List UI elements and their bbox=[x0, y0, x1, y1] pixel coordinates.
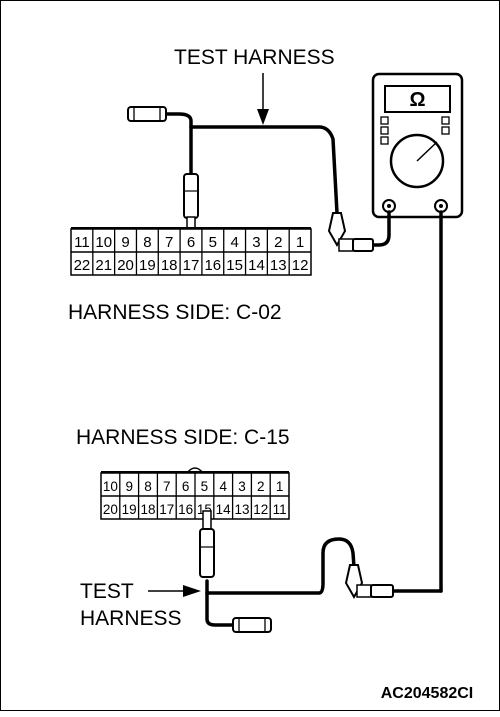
c02-pin-3: 3 bbox=[252, 234, 260, 251]
harness-side-c15-label: HARNESS SIDE: C-15 bbox=[76, 426, 290, 449]
c15-pin-4: 4 bbox=[219, 479, 227, 494]
c15-pin-11: 11 bbox=[273, 502, 287, 517]
test-harness-bottom-arrow bbox=[148, 585, 201, 597]
multimeter: Ω bbox=[371, 72, 464, 219]
c15-pin-5: 5 bbox=[201, 479, 209, 494]
c15-pin-3: 3 bbox=[238, 479, 246, 494]
c02-pin-21: 21 bbox=[95, 257, 112, 274]
c15-pin-16: 16 bbox=[178, 502, 193, 517]
c15-pin-9: 9 bbox=[125, 479, 133, 494]
c02-pin-13: 13 bbox=[270, 257, 287, 274]
c02-pin-10: 10 bbox=[95, 234, 112, 251]
figure-code: AC204582CI bbox=[381, 685, 474, 702]
c15-pin-1: 1 bbox=[276, 479, 284, 494]
alligator-clip-lower bbox=[344, 564, 394, 600]
c02-pin-9: 9 bbox=[121, 234, 129, 251]
c02-pin-14: 14 bbox=[248, 257, 265, 274]
upper-test-harness-wire bbox=[161, 112, 443, 593]
c15-pin-8: 8 bbox=[144, 479, 152, 494]
upper-loose-terminal bbox=[127, 106, 167, 122]
probe-jack-right bbox=[434, 199, 448, 213]
c15-pin-10: 10 bbox=[103, 479, 118, 494]
c02-pin-22: 22 bbox=[74, 257, 91, 274]
c02-pin-5: 5 bbox=[209, 234, 217, 251]
lower-test-harness-wire bbox=[205, 537, 443, 627]
c02-pin-6: 6 bbox=[187, 234, 195, 251]
harness-side-c02-label: HARNESS SIDE: C-02 bbox=[68, 301, 282, 324]
c02-pin-15: 15 bbox=[226, 257, 243, 274]
c02-pin-19: 19 bbox=[139, 257, 156, 274]
lower-loose-terminal bbox=[232, 617, 272, 633]
c15-pin-18: 18 bbox=[140, 502, 155, 517]
c15-pin-13: 13 bbox=[234, 502, 249, 517]
c15-probe bbox=[199, 510, 215, 578]
probe-jack-left bbox=[382, 199, 396, 213]
c15-pin-6: 6 bbox=[182, 479, 190, 494]
test-harness-bottom-label-line2: HARNESS bbox=[80, 607, 182, 630]
alligator-clip-upper bbox=[327, 212, 374, 252]
c02-pin-4: 4 bbox=[230, 234, 238, 251]
c15-pin-17: 17 bbox=[159, 502, 174, 517]
c02-pin-2: 2 bbox=[274, 234, 282, 251]
test-harness-top-label: TEST HARNESS bbox=[174, 46, 335, 69]
c02-pin-7: 7 bbox=[165, 234, 173, 251]
c15-pin-12: 12 bbox=[253, 502, 268, 517]
c02-probe bbox=[183, 173, 199, 234]
c15-pin-7: 7 bbox=[163, 479, 171, 494]
c02-pin-20: 20 bbox=[117, 257, 134, 274]
c02-pin-17: 17 bbox=[183, 257, 200, 274]
test-harness-top-arrow bbox=[257, 73, 269, 125]
c15-pin-2: 2 bbox=[257, 479, 265, 494]
ohm-symbol: Ω bbox=[409, 89, 425, 111]
c02-pin-16: 16 bbox=[204, 257, 221, 274]
c02-pin-1: 1 bbox=[296, 234, 304, 251]
c02-pin-18: 18 bbox=[161, 257, 178, 274]
test-harness-bottom-label-line1: TEST bbox=[80, 580, 134, 603]
c15-pin-14: 14 bbox=[216, 502, 232, 517]
c15-pin-20: 20 bbox=[103, 502, 118, 517]
c02-pin-11: 11 bbox=[74, 234, 90, 251]
c02-pin-12: 12 bbox=[292, 257, 309, 274]
c15-pin-19: 19 bbox=[122, 502, 137, 517]
c02-pin-8: 8 bbox=[143, 234, 151, 251]
